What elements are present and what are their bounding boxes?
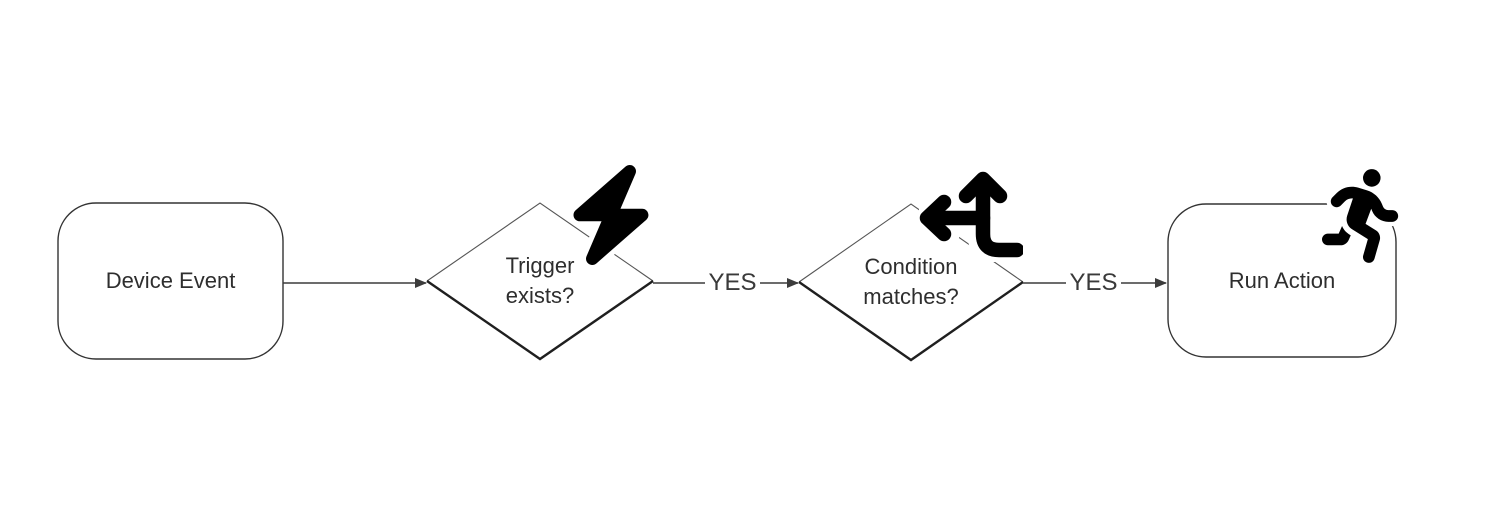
- person-running-icon: [1322, 168, 1403, 264]
- split-arrows-icon: [919, 166, 1023, 262]
- lightning-bolt-icon: [572, 165, 650, 265]
- node-device-event-shape: [57, 202, 284, 360]
- node-condition-matches-shape: [798, 203, 1024, 362]
